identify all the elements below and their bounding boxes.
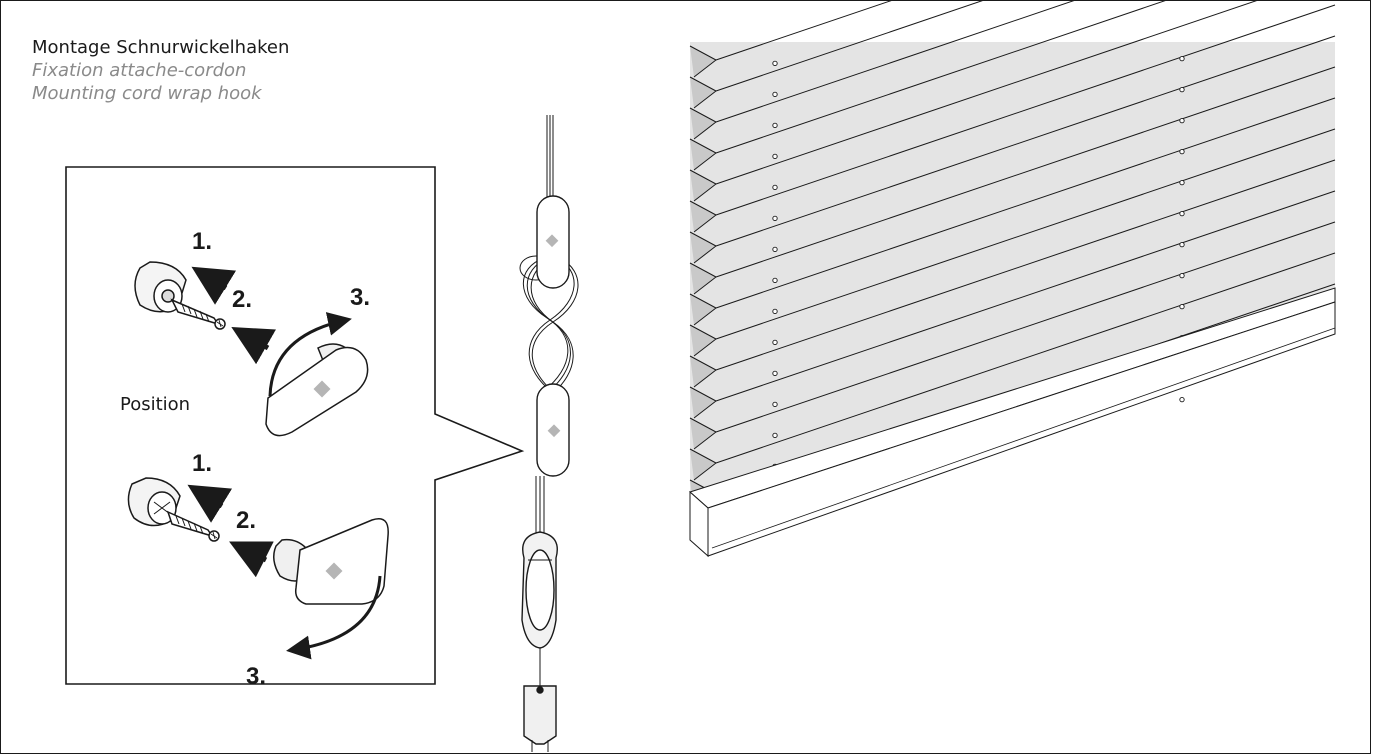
pleat-fold-line [715, 35, 1336, 247]
pleat-edge [689, 231, 717, 264]
title-french: Fixation attache-cordon [32, 60, 247, 81]
step-1-upper: 1. [192, 228, 212, 255]
cord-hole [1179, 86, 1185, 93]
cord-hole [772, 91, 778, 97]
cord-hole [772, 432, 778, 438]
cord-hole [1179, 210, 1185, 217]
pleat-edge [689, 448, 717, 481]
cord-hole [1179, 241, 1185, 248]
title-german: Montage Schnurwickelhaken [32, 37, 290, 58]
pleat-edge [689, 169, 717, 202]
pleat-edge [689, 107, 717, 140]
cord-hole [772, 122, 778, 128]
cord-hole [1179, 272, 1185, 279]
arrow-step1-upper [191, 266, 237, 305]
pleat-fold-line [715, 159, 1336, 371]
lower-hook-assembly [127, 477, 389, 605]
pleat-edge [689, 200, 717, 233]
arrow-step1-lower [187, 484, 233, 523]
pleat-edge [689, 76, 717, 109]
cord-tensioner [521, 531, 558, 649]
hook-body-upper [265, 343, 369, 437]
blind-pleats [689, 0, 1336, 526]
cord-hole [772, 215, 778, 221]
cord-hook-middle [536, 383, 570, 477]
pleat-edge [689, 262, 717, 295]
cord-hole [1179, 396, 1185, 403]
pleat-fold-line [715, 0, 986, 92]
upper-arrows [191, 266, 352, 397]
pleat-edge [689, 138, 717, 171]
arrow-step2-lower [229, 541, 274, 578]
cord-hole [772, 277, 778, 283]
arrow-step3-upper [268, 312, 352, 397]
cord-hole [772, 184, 778, 190]
cord-hole [1179, 117, 1185, 124]
lower-arrows [187, 484, 382, 660]
cord-hole [772, 60, 778, 66]
pleat-fold-line [715, 4, 1336, 216]
screw-lower [166, 510, 220, 542]
pleat-fold-line [715, 0, 895, 61]
screw-upper [170, 298, 226, 330]
cord-hole [1179, 179, 1185, 186]
cord-strands-lower [535, 476, 545, 540]
blind-bottom-rail [689, 287, 1336, 558]
cord-hole [772, 153, 778, 159]
cord-hole [772, 308, 778, 314]
step-2-upper: 2. [232, 286, 252, 313]
step-3-upper: 3. [350, 284, 370, 311]
pleat-fold-line [715, 0, 1260, 185]
wrapped-cord [519, 255, 579, 395]
pleated-blind [689, 0, 1336, 558]
cord-hole [772, 246, 778, 252]
cord-hole [772, 339, 778, 345]
arrow-step2-upper [231, 327, 276, 365]
pleat-fold-line [715, 190, 1336, 402]
arrow-step3-lower [286, 575, 382, 660]
pleat-fold-line [715, 97, 1336, 309]
pleat-edge [689, 386, 717, 419]
pleat-fold-line [715, 0, 1169, 154]
cord-hole [1179, 303, 1185, 310]
pleat-edge [689, 293, 717, 326]
cord-assembly [519, 115, 579, 752]
upper-hook-assembly [134, 261, 369, 437]
step-1-lower: 1. [192, 450, 212, 477]
pleat-fold-line [715, 0, 1078, 123]
step-2-lower: 2. [236, 507, 256, 534]
pleat-fold-line [715, 66, 1336, 278]
step-3-lower: 3. [246, 663, 266, 690]
pleat-edge [689, 417, 717, 450]
cord-hole [772, 370, 778, 376]
position-label: Position [120, 394, 190, 415]
pleat-edge [689, 324, 717, 357]
title-english: Mounting cord wrap hook [32, 83, 262, 104]
title-block: Montage Schnurwickelhaken Fixation attac… [32, 36, 289, 105]
pleat-fold-line [715, 221, 1336, 433]
pleat-edge [689, 355, 717, 388]
cord-hole [1179, 148, 1185, 155]
cord-hole [772, 401, 778, 407]
pleat-edge [689, 45, 717, 78]
cord-weight [523, 685, 557, 752]
cord-strands [546, 115, 554, 205]
pleat-fold-line [715, 128, 1336, 340]
pleat-fold-line [715, 252, 1336, 464]
cord-hook-top [536, 195, 570, 289]
cord-hole [1179, 55, 1185, 62]
